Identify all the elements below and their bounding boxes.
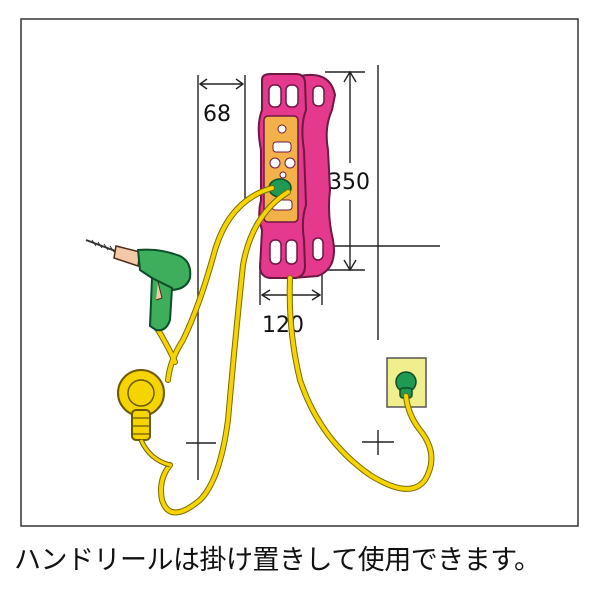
dimension-depth bbox=[186, 75, 246, 480]
caption: ハンドリールは掛け置きして使用できます。 bbox=[14, 545, 541, 576]
dimension-depth-label: 68 bbox=[203, 102, 231, 127]
cord-reel-icon bbox=[257, 73, 337, 280]
dimension-height bbox=[323, 65, 440, 455]
wall-outlet-icon bbox=[386, 357, 427, 408]
drill-icon bbox=[85, 239, 192, 332]
dimension-width-label: 120 bbox=[262, 313, 304, 338]
dimension-height-label: 350 bbox=[328, 170, 370, 195]
extension-cords bbox=[154, 185, 435, 516]
cord-connector-icon bbox=[117, 369, 171, 468]
